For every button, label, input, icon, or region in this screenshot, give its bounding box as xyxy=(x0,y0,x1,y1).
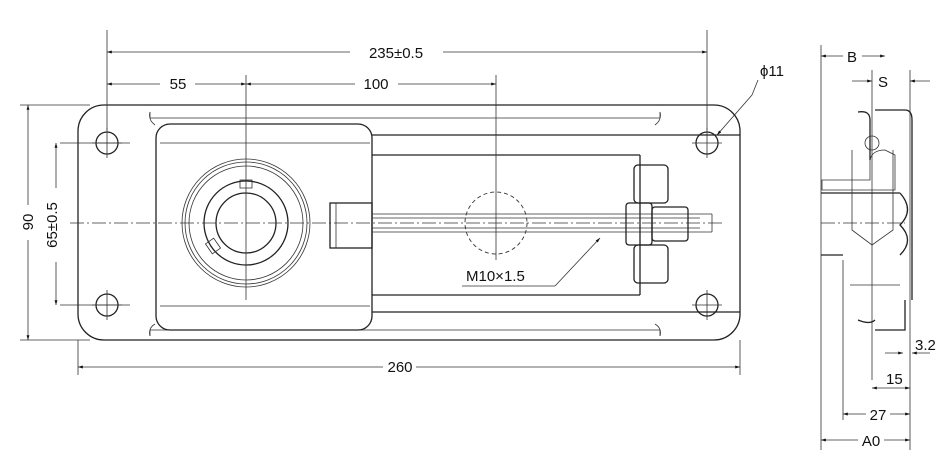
plate-inner-edge xyxy=(149,112,661,336)
bolt-head xyxy=(329,202,373,249)
adjusting-bolt xyxy=(329,164,713,284)
dim-235: 235±0.5 xyxy=(369,45,423,62)
mounting-holes xyxy=(92,128,722,320)
bearing-section xyxy=(821,149,896,191)
adjusting-nut xyxy=(651,206,689,242)
slide-rails xyxy=(372,134,740,313)
dim-100: 100 xyxy=(363,76,388,93)
lock-nut xyxy=(625,202,653,246)
bearing-housing xyxy=(155,123,373,331)
dim-55: 55 xyxy=(170,76,187,93)
dim-260: 260 xyxy=(387,359,412,376)
dim-27: 27 xyxy=(870,407,887,424)
dim-A0: A0 xyxy=(862,433,880,450)
dim-B: B xyxy=(847,49,857,66)
shaft xyxy=(821,192,909,256)
front-dimensions: 235±0.5 55 100 ϕ11 260 90 65±0.5 M10×1.5 xyxy=(20,30,784,376)
dim-S: S xyxy=(878,74,888,91)
base-plate-outline xyxy=(77,104,741,341)
bolt-bracket xyxy=(633,164,669,204)
dim-90: 90 xyxy=(20,214,37,231)
side-dimensions: B S 3.2 15 27 A0 xyxy=(821,49,936,450)
side-view xyxy=(820,45,913,450)
front-view xyxy=(20,75,741,341)
dim-3-2: 3.2 xyxy=(915,337,936,354)
dim-thread: M10×1.5 xyxy=(466,268,525,285)
housing-section xyxy=(857,109,913,331)
dim-hole-diameter: ϕ11 xyxy=(760,63,784,80)
dim-65: 65±0.5 xyxy=(44,202,61,248)
dim-15: 15 xyxy=(886,371,903,388)
